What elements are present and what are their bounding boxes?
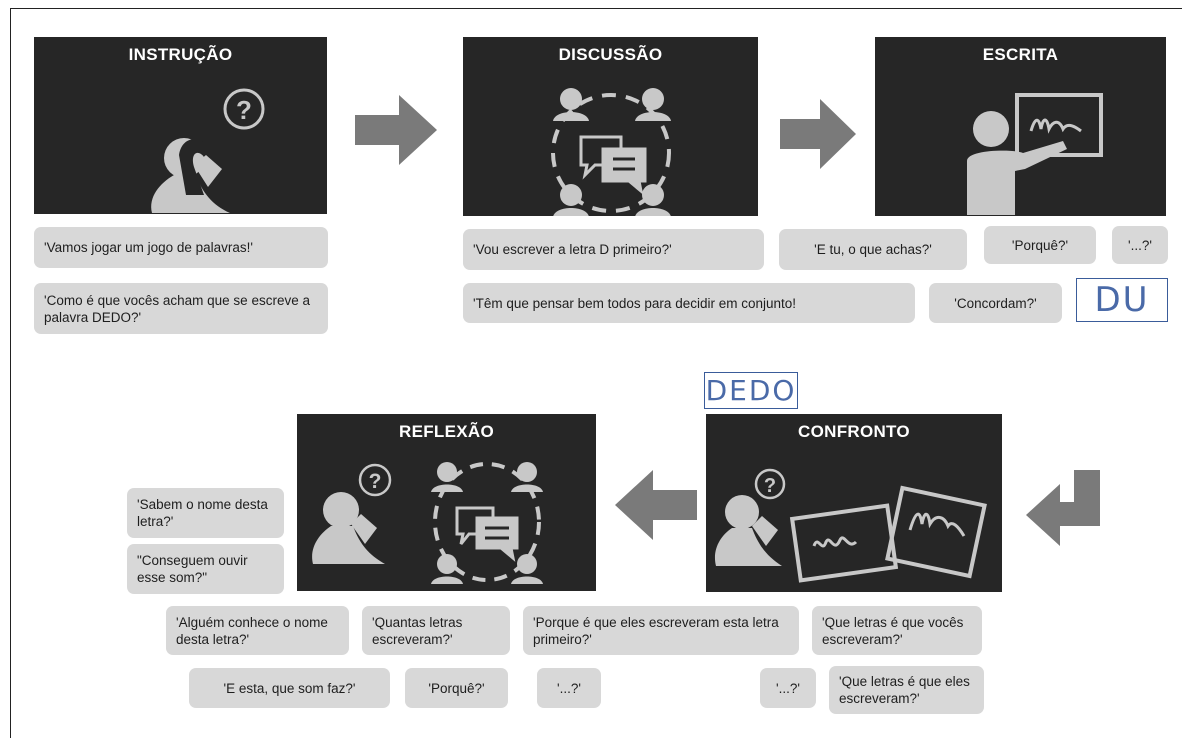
bubble-e-tu: 'E tu, o que achas?'	[779, 229, 967, 270]
question-mark-icon: ?	[358, 463, 392, 497]
group-discussion-icon	[551, 88, 671, 216]
thinking-person-icon: ?	[151, 88, 265, 213]
teacher-board-icon	[967, 93, 1103, 215]
thinking-person-icon: ?	[312, 463, 392, 564]
panel-title-reflexao: REFLEXÃO	[399, 422, 494, 441]
panel-title-discussao: DISCUSSÃO	[558, 45, 663, 64]
bubble-porque-top: 'Porquê?'	[984, 226, 1096, 264]
bubble-vamos-jogar: 'Vamos jogar um jogo de palavras!'	[34, 227, 328, 268]
arrow-right-icon	[355, 95, 437, 165]
bubble-alguem-conhece: 'Alguém conhece o nome desta letra?'	[166, 606, 349, 655]
handwriting-dedo: DEDO	[704, 372, 798, 409]
panel-discussao: DISCUSSÃO	[463, 37, 758, 216]
bubble-vou-escrever: 'Vou escrever a letra D primeiro?'	[463, 229, 764, 270]
chat-bubbles-icon	[455, 506, 519, 562]
svg-text:?: ?	[369, 470, 382, 493]
thinking-person-icon: ?	[714, 468, 786, 566]
panel-reflexao: REFLEXÃO ?	[297, 414, 596, 591]
arrow-left-icon	[615, 470, 697, 540]
bubble-conseguem-ouvir: "Conseguem ouvir esse som?"	[127, 544, 284, 594]
panel-title-instrucao: INSTRUÇÃO	[128, 45, 233, 64]
bubble-dots-bottom-1: '...?'	[537, 668, 601, 708]
chat-bubbles-icon	[579, 135, 647, 195]
bubble-dots-top: '...?'	[1112, 226, 1168, 264]
bubble-porque-eles: 'Porque é que eles escreveram esta letra…	[523, 606, 799, 655]
group-discussion-icon	[431, 462, 543, 584]
question-mark-icon: ?	[754, 468, 786, 500]
panel-title-confronto: CONFRONTO	[798, 422, 910, 441]
panel-confronto: CONFRONTO ?	[706, 414, 1002, 592]
bubble-que-letras-eles: 'Que letras é que eles escreveram?'	[829, 666, 984, 714]
question-mark-icon: ?	[223, 88, 265, 130]
drawing-boards-icon	[789, 485, 987, 583]
svg-text:?: ?	[764, 475, 776, 497]
bubble-quantas-letras: 'Quantas letras escreveram?'	[362, 606, 510, 655]
handwriting-du: DU	[1076, 278, 1168, 322]
panel-escrita: ESCRITA	[875, 37, 1166, 216]
bubble-sabem-nome: 'Sabem o nome desta letra?'	[127, 488, 284, 538]
bubble-concordam: 'Concordam?'	[929, 283, 1062, 323]
panel-title-escrita: ESCRITA	[982, 45, 1059, 64]
arrow-right-icon	[780, 99, 856, 169]
bubble-como-e-que: 'Como é que vocês acham que se escreve a…	[34, 283, 328, 334]
bubble-tem-que-pensar: 'Têm que pensar bem todos para decidir e…	[463, 283, 915, 323]
bubble-porque-bottom: 'Porquê?'	[405, 668, 508, 708]
arrow-turn-down-left-icon	[1026, 470, 1100, 546]
panel-instrucao: INSTRUÇÃO ?	[34, 37, 327, 214]
diagram-frame	[10, 8, 1182, 738]
bubble-e-esta: 'E esta, que som faz?'	[189, 668, 390, 708]
svg-text:?: ?	[236, 95, 252, 125]
bubble-dots-bottom-2: '...?'	[760, 668, 816, 708]
bubble-que-letras-voces: 'Que letras é que vocês escreveram?'	[812, 606, 982, 655]
